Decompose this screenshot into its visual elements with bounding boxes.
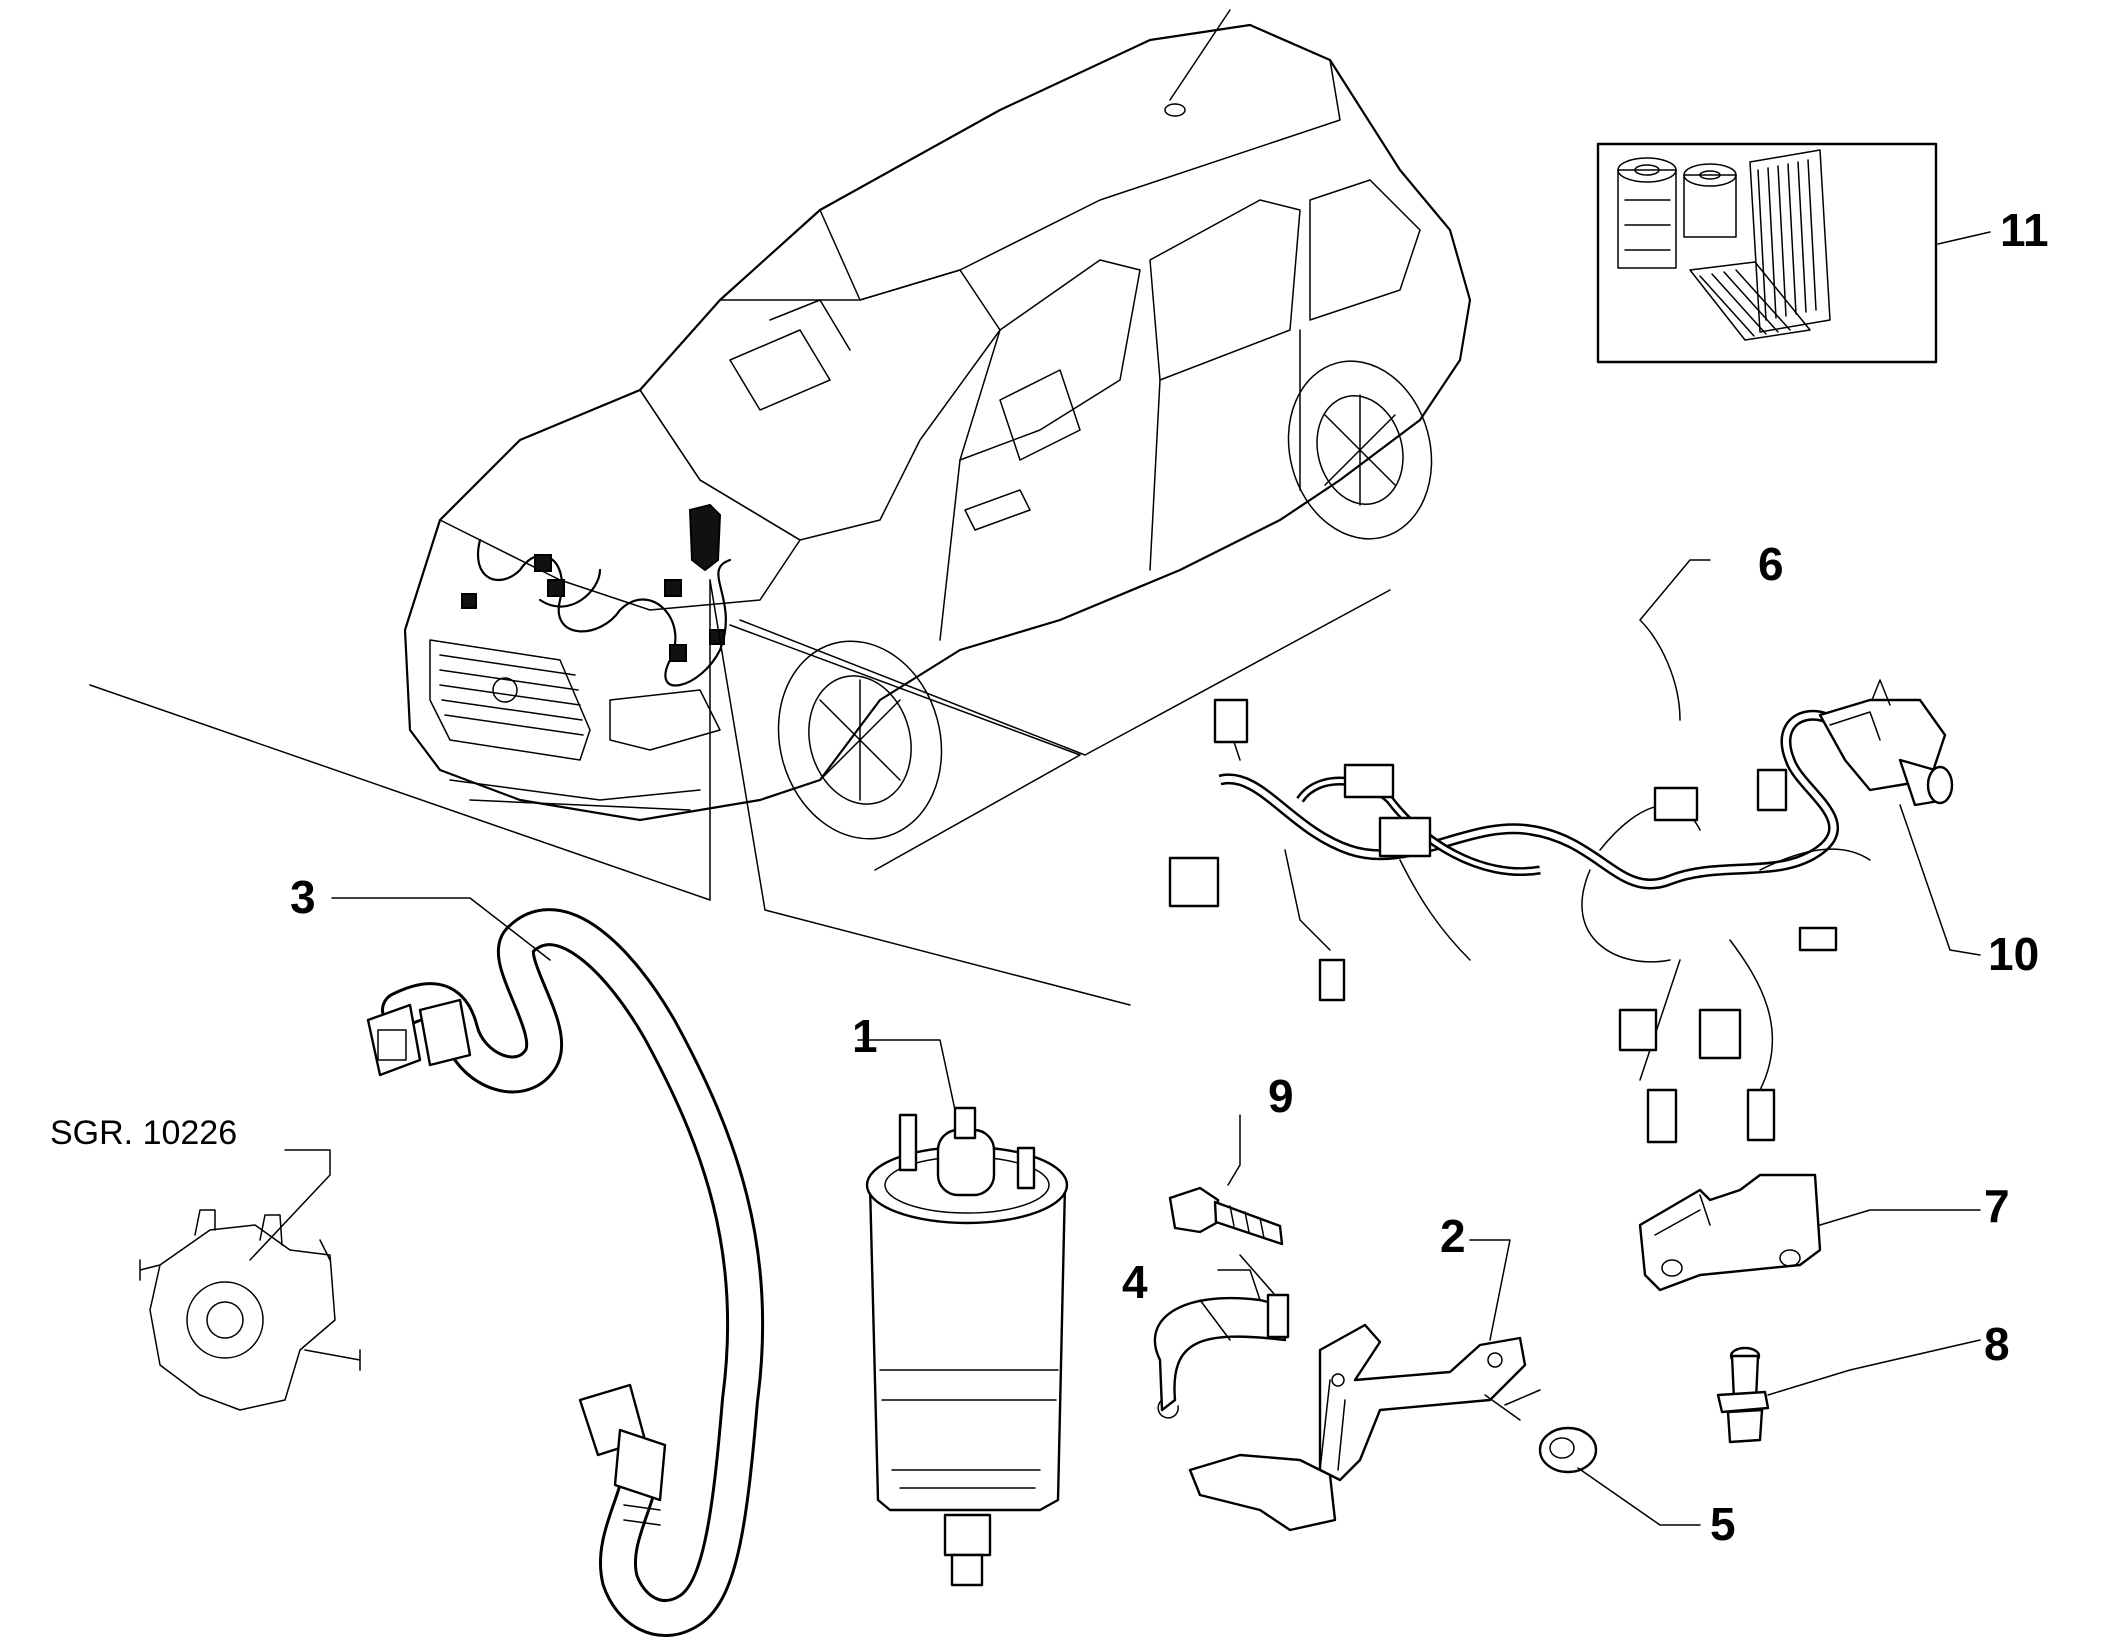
callout-7: 7 xyxy=(1984,1180,2010,1232)
part-4-clamp: 4 xyxy=(1122,1254,1290,1419)
callout-1: 1 xyxy=(852,1010,878,1062)
part-11-filter-kit: 11 xyxy=(1596,142,2049,364)
projection-lines xyxy=(89,579,1391,1006)
part-1-fuel-filter: 1 xyxy=(852,1010,1069,1587)
callout-11: 11 xyxy=(2000,204,2049,256)
callout-6: 6 xyxy=(1758,538,1784,590)
part-6-wiring-harness: 6 xyxy=(1168,538,1871,1144)
part-10-sensor: 10 xyxy=(1818,679,2039,980)
callout-9: 9 xyxy=(1268,1070,1294,1122)
injection-pump-reference: SGR. 10226 xyxy=(50,1114,361,1411)
part-5-nut: 5 xyxy=(1538,1426,1736,1550)
callout-5: 5 xyxy=(1710,1498,1736,1550)
part-7-bracket: 7 xyxy=(1638,1173,2010,1292)
car-illustration xyxy=(403,9,1472,840)
part-2-bracket: 2 xyxy=(1188,1210,1541,1532)
sgr-reference-label: SGR. 10226 xyxy=(50,1114,237,1152)
callout-2: 2 xyxy=(1440,1210,1466,1262)
part-9-bolt: 9 xyxy=(1168,1070,1294,1246)
callout-10: 10 xyxy=(1988,928,2039,980)
part-3-fuel-hose: 3 xyxy=(290,871,765,1637)
callout-4: 4 xyxy=(1122,1256,1148,1308)
callout-3: 3 xyxy=(290,871,316,923)
callout-8: 8 xyxy=(1984,1318,2010,1370)
part-8-clip: 8 xyxy=(1716,1318,2010,1444)
